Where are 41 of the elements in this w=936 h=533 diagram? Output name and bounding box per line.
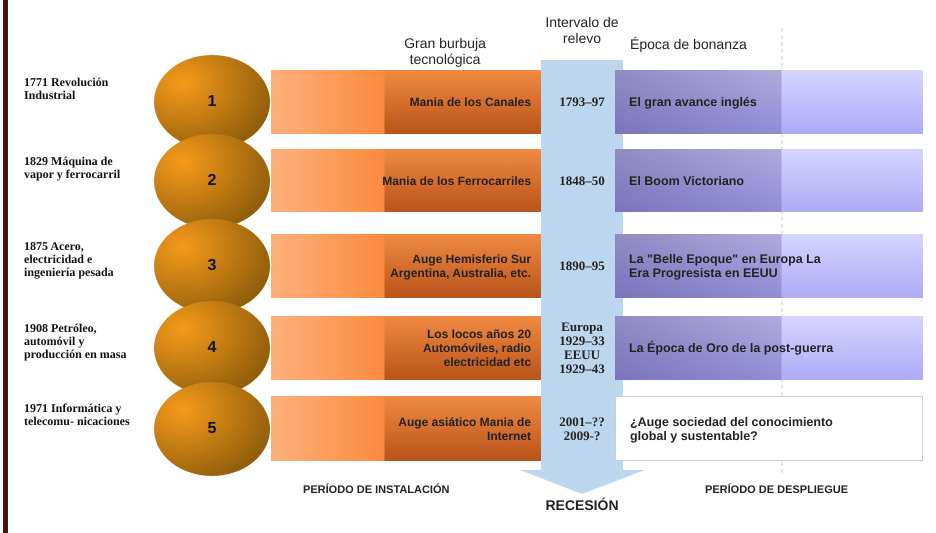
circle-number: 4 [206,339,218,357]
bonanza-bar [615,70,923,134]
bonanza-bar [615,149,923,212]
circle-number: 2 [206,172,218,190]
bubble-bar [271,234,541,298]
column-heading: Gran burbuja tecnológica [403,35,487,67]
bubble-text: Mania de los Ferrocarriles [381,174,531,188]
interval-text: 2001–?? 2009-? [558,414,606,442]
period-label: PERÍODO DE DESPLIEGUE [705,484,848,496]
bubble-text: Mania de los Canales [408,95,531,109]
interval-text: 1848–50 [558,174,606,188]
bubble-text: Auge Hemisferio Sur Argentina, Australia, etc. [389,252,531,280]
bonanza-bar [615,234,923,298]
era-label: 1771 Revolución Industrial [24,76,110,102]
bonanza-text: El Boom Victoriano [629,174,746,188]
column-heading: Época de bonanza [630,36,747,52]
bubble-bar [271,396,541,461]
bonanza-text: La Época de Oro de la post-guerra [629,341,834,355]
era-label: 1908 Petróleo, automóvil y producción en masa [24,322,128,361]
column-heading: Intervalo de relevo [544,14,620,46]
interval-text: 1890–95 [558,259,606,273]
interval-text: Europa 1929–33 EEUU 1929–43 [558,320,606,376]
era-label: 1829 Máquina de vapor y ferrocarril [24,155,122,181]
era-label: 1875 Acero, electricidad e ingeniería pesada [24,240,115,279]
bonanza-text: El gran avance inglés [629,95,758,109]
circle-number: 1 [206,93,218,111]
circle-number: 3 [206,257,218,275]
bubble-text: Los locos años 20 Automóviles, radio electricidad etc [422,327,531,369]
bonanza-text: La "Belle Epoque" en Europa La Era Progresista en EEUU [629,252,822,280]
period-label: PERÍODO DE INSTALACIÓN [303,484,450,496]
interval-text: 1793–97 [558,95,606,109]
recession-label: RECESIÓN [544,497,620,513]
circle-number: 5 [206,420,218,438]
bubble-text: Auge asiático Mania de Internet [397,414,531,442]
bubble-bar [271,149,541,212]
text-panel [615,396,923,461]
bonanza-text: ¿Auge sociedad del conocimiento global y sustentable? [630,414,834,442]
bubble-bar [271,70,541,134]
bonanza-bar [615,316,923,380]
era-label: 1971 Informática y telecomu- nicaciones [24,402,131,428]
bubble-bar [271,316,541,380]
